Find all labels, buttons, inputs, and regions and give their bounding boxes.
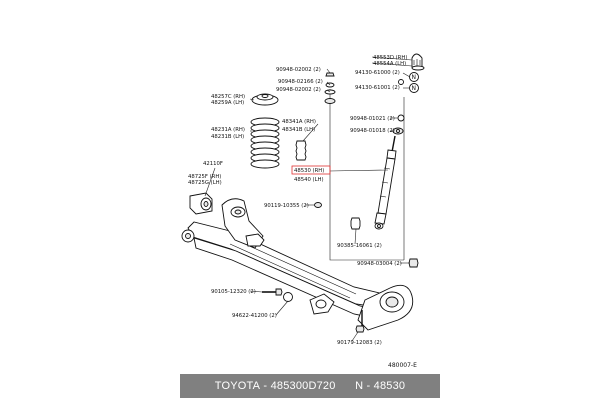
reference-code: 480007-E (388, 362, 417, 369)
top-washers (324, 72, 405, 135)
label-90948-01018[interactable]: 90948-01018 (2) (350, 128, 395, 134)
label-48540[interactable]: 48540 (LH) (294, 177, 324, 183)
footer-code: N - 48530 (355, 380, 406, 392)
left-arm-mount (221, 198, 265, 249)
right-arm-mount (309, 284, 414, 331)
label-90948-02002-b[interactable]: 90948-02002 (2) (276, 87, 321, 93)
bump-stopper (295, 140, 307, 161)
label-48231a[interactable]: 48231A (RH) (211, 127, 245, 133)
shock-group-bracket (329, 89, 405, 261)
label-48725g[interactable]: 48725G (LH) (188, 180, 222, 186)
footer-gap (336, 380, 356, 392)
footer-part-number: 485300D720 (270, 380, 336, 392)
label-48553d[interactable]: 48553D (RH) (373, 55, 407, 61)
label-48530[interactable]: 48530 (RH) (294, 168, 324, 174)
shock-absorber (374, 135, 397, 230)
label-90948-03004[interactable]: 90948-03004 (2) (357, 261, 402, 267)
label-90179-12083[interactable]: 90179-12083 (2) (337, 340, 382, 346)
leader-lines (204, 56, 413, 342)
label-90948-02166[interactable]: 90948-02166 (2) (278, 79, 323, 85)
shock-lower-bushing (314, 202, 419, 268)
footer-separator-1: - (260, 380, 271, 392)
label-48725f[interactable]: 48725F (RH) (188, 174, 221, 180)
label-90948-02002-a[interactable]: 90948-02002 (2) (276, 67, 321, 73)
label-94130-61000[interactable]: 94130-61000 (2) (355, 70, 400, 76)
n-marker-1: N (412, 74, 417, 81)
label-42110f[interactable]: 42110F (203, 161, 223, 167)
trailing-arm-bushing (189, 192, 213, 215)
label-94130-61001[interactable]: 94130-61001 (2) (355, 85, 400, 91)
label-48231b[interactable]: 48231B (LH) (211, 134, 244, 140)
label-48257c[interactable]: 48257C (RH) (211, 94, 245, 100)
label-48259a[interactable]: 48259A (LH) (211, 100, 244, 106)
label-90385-16061[interactable]: 90385-16061 (2) (337, 243, 382, 249)
label-90119-10355[interactable]: 90119-10355 (2) (264, 203, 309, 209)
label-48341b[interactable]: 48341B (LH) (282, 127, 315, 133)
axle-beam (181, 221, 395, 320)
spring-seat (251, 93, 279, 106)
coil-spring (250, 117, 280, 169)
label-48554a[interactable]: 48554A (LH) (373, 61, 406, 67)
label-90948-01021[interactable]: 90948-01021 (2) (350, 116, 395, 122)
footer-brand: TOYOTA (214, 380, 261, 392)
part-info-footer: TOYOTA - 485300D720 N - 48530 (180, 374, 440, 398)
label-94622-41200[interactable]: 94622-41200 (2) (232, 313, 277, 319)
label-48530-highlight (291, 165, 331, 175)
label-48341a[interactable]: 48341A (RH) (282, 119, 316, 125)
n-marker-2: N (412, 85, 417, 92)
label-90105-12320[interactable]: 90105-12320 (2) (211, 289, 256, 295)
part-labels: 48553D (RH) 48554A (LH) 90948-02002 (2) … (188, 55, 417, 369)
bolts (262, 288, 365, 333)
